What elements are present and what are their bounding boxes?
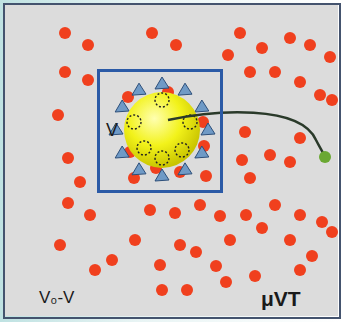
test-particle bbox=[319, 151, 331, 163]
molecule bbox=[52, 109, 64, 121]
molecule bbox=[316, 216, 328, 228]
molecule bbox=[82, 39, 94, 51]
insertion-path bbox=[168, 112, 325, 157]
framework-box: V bbox=[97, 69, 223, 193]
molecule bbox=[304, 39, 316, 51]
molecule bbox=[294, 76, 306, 88]
molecule bbox=[244, 66, 256, 78]
ensemble-label: μVT bbox=[261, 287, 301, 310]
molecule bbox=[106, 254, 118, 266]
molecule bbox=[224, 234, 236, 246]
molecule bbox=[62, 197, 74, 209]
molecule bbox=[294, 264, 306, 276]
metal-cluster bbox=[155, 169, 169, 181]
molecule bbox=[314, 89, 326, 101]
molecule bbox=[306, 250, 318, 262]
molecule bbox=[249, 270, 261, 282]
molecule bbox=[174, 239, 186, 251]
metal-cluster bbox=[132, 83, 146, 95]
molecule bbox=[156, 284, 168, 296]
metal-cluster bbox=[195, 146, 209, 158]
molecule bbox=[62, 152, 74, 164]
metal-cluster bbox=[155, 77, 169, 89]
framework bbox=[109, 77, 215, 181]
region-label: V bbox=[106, 121, 118, 141]
molecule bbox=[144, 204, 156, 216]
molecule bbox=[269, 66, 281, 78]
metal-cluster bbox=[132, 163, 146, 175]
molecule bbox=[214, 210, 226, 222]
metal-cluster bbox=[178, 163, 192, 175]
molecule bbox=[256, 42, 268, 54]
molecule bbox=[129, 234, 141, 246]
molecule bbox=[59, 27, 71, 39]
linker-ring bbox=[137, 141, 151, 155]
molecules bbox=[52, 27, 338, 296]
molecule bbox=[294, 132, 306, 144]
molecule bbox=[74, 176, 86, 188]
metal-cluster bbox=[115, 100, 129, 112]
molecule bbox=[84, 209, 96, 221]
reservoir-box: V₀-V μVT V bbox=[3, 3, 341, 319]
molecule bbox=[324, 51, 336, 63]
molecule bbox=[234, 27, 246, 39]
molecule bbox=[169, 207, 181, 219]
molecule bbox=[326, 226, 338, 238]
metal-cluster bbox=[201, 123, 215, 135]
metal-cluster bbox=[195, 100, 209, 112]
pore-sphere bbox=[124, 92, 200, 168]
metal-cluster bbox=[178, 83, 192, 95]
molecule bbox=[240, 209, 252, 221]
molecule bbox=[244, 172, 256, 184]
region-label: V₀-V bbox=[39, 289, 74, 308]
molecule bbox=[236, 154, 248, 166]
molecule bbox=[82, 74, 94, 86]
molecule bbox=[220, 276, 232, 288]
molecule bbox=[269, 199, 281, 211]
molecule bbox=[154, 259, 166, 271]
molecule bbox=[170, 39, 182, 51]
molecule bbox=[284, 156, 296, 168]
linker-ring bbox=[175, 143, 189, 157]
molecule bbox=[194, 199, 206, 211]
molecule bbox=[239, 126, 251, 138]
molecule bbox=[146, 27, 158, 39]
molecule bbox=[54, 239, 66, 251]
linker-ring bbox=[155, 151, 169, 165]
molecule bbox=[222, 49, 234, 61]
linker-ring bbox=[155, 93, 169, 107]
molecule bbox=[264, 149, 276, 161]
molecule bbox=[122, 91, 134, 103]
molecule bbox=[326, 94, 338, 106]
molecule bbox=[210, 260, 222, 272]
molecule bbox=[284, 234, 296, 246]
ground bbox=[4, 4, 338, 316]
molecule bbox=[181, 284, 193, 296]
molecule bbox=[256, 222, 268, 234]
molecule bbox=[200, 170, 212, 182]
linker-ring bbox=[127, 115, 141, 129]
molecule bbox=[190, 246, 202, 258]
molecule bbox=[89, 264, 101, 276]
metal-cluster bbox=[115, 146, 129, 158]
molecule bbox=[294, 209, 306, 221]
molecule bbox=[59, 66, 71, 78]
molecule bbox=[284, 32, 296, 44]
